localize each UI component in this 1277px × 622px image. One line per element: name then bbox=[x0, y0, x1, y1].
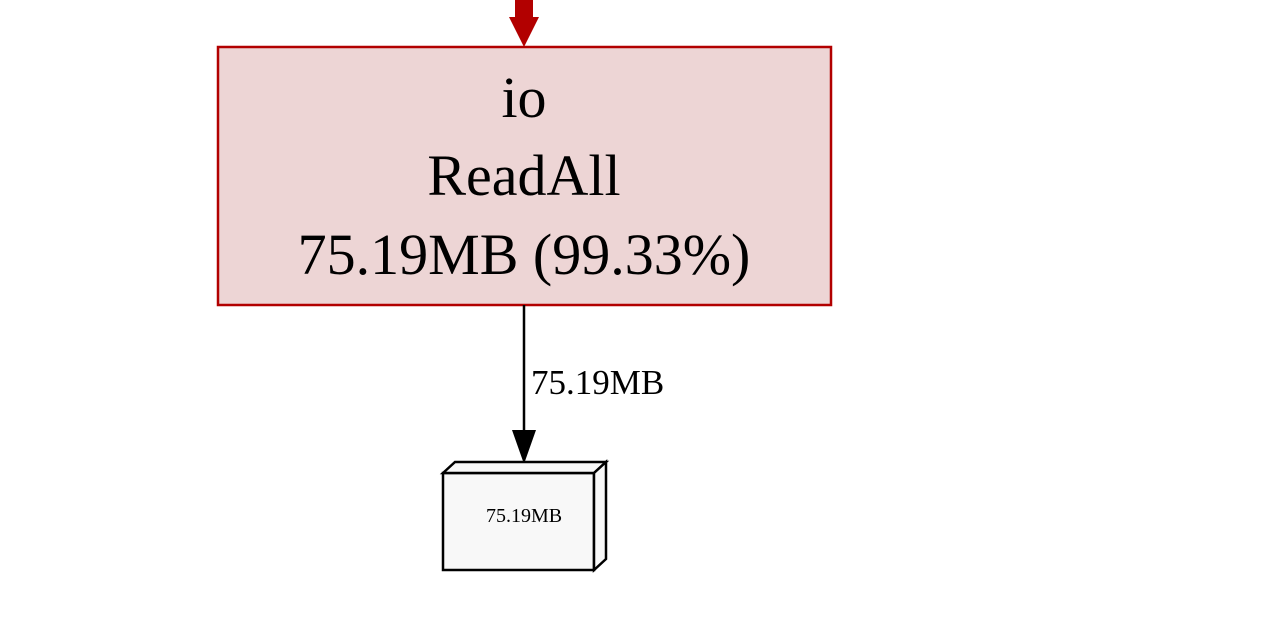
edge-to-leaf[interactable]: 75.19MB bbox=[512, 305, 664, 464]
node-value-label: 75.19MB (99.33%) bbox=[298, 222, 751, 287]
leaf-node-side bbox=[592, 459, 608, 573]
leaf-node[interactable]: 75.19MB bbox=[439, 459, 610, 573]
leaf-node-top bbox=[439, 460, 610, 475]
incoming-edge[interactable] bbox=[509, 0, 539, 47]
leaf-node-label: 75.19MB bbox=[486, 505, 562, 527]
incoming-edge-arrowhead bbox=[509, 17, 539, 47]
edge-to-leaf-label: 75.19MB bbox=[531, 363, 664, 402]
incoming-edge-shaft bbox=[515, 0, 533, 18]
node-function-label: ReadAll bbox=[427, 143, 620, 208]
node-package-label: io bbox=[501, 65, 546, 130]
edge-to-leaf-arrowhead bbox=[512, 430, 536, 464]
node-io-readall[interactable]: io ReadAll 75.19MB (99.33%) bbox=[216, 45, 833, 307]
node-io-readall-box bbox=[216, 45, 833, 307]
